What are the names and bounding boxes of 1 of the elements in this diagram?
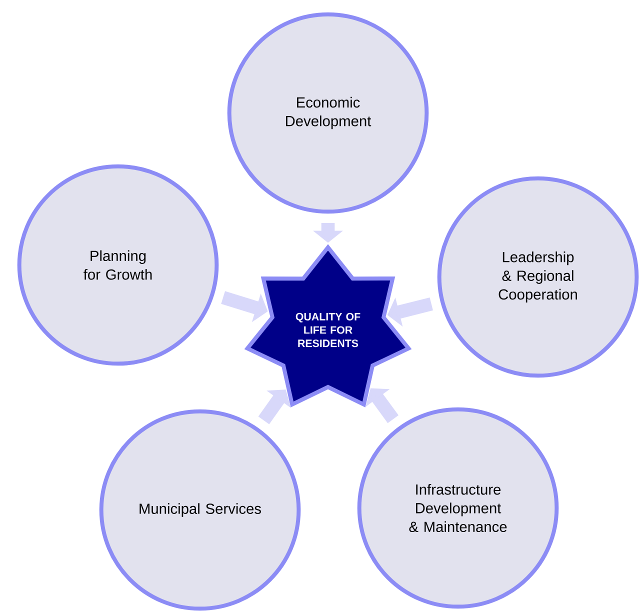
- block-arrow: [366, 388, 398, 424]
